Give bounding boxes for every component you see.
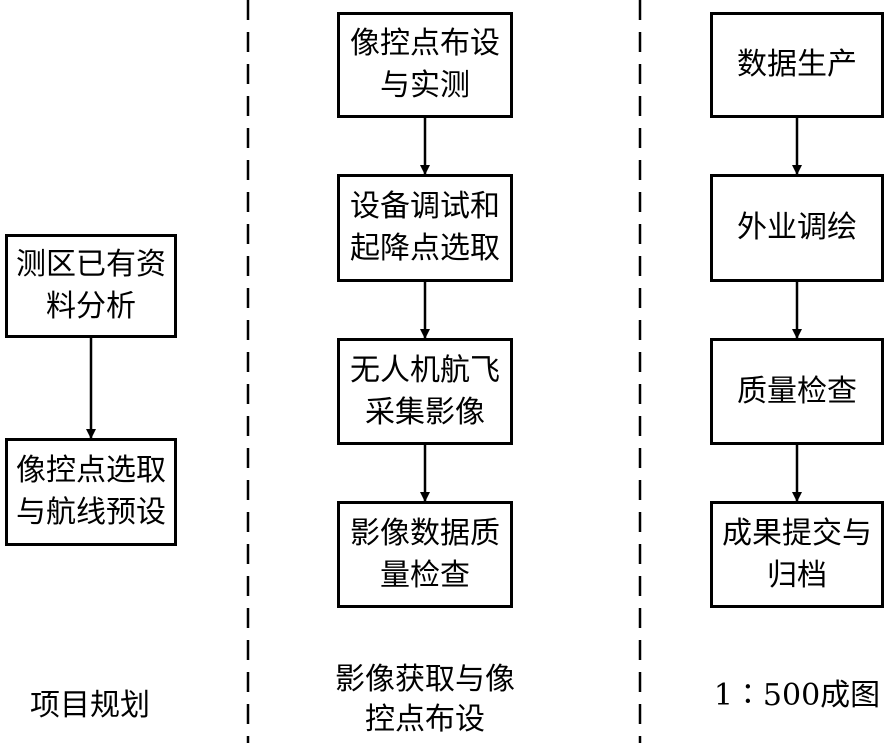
box-uav-image-capture: 无人机航飞采集影像 <box>337 338 513 445</box>
box-control-point-route-plan: 像控点选取与航线预设 <box>5 438 177 546</box>
box-field-survey: 外业调绘 <box>710 174 884 282</box>
box-data-production: 数据生产 <box>710 12 884 118</box>
box-result-submission: 成果提交与归档 <box>710 501 884 608</box>
box-device-debug-takeoff: 设备调试和起降点选取 <box>337 174 513 282</box>
caption-image-acquisition: 影像获取与像控点布设 <box>335 662 515 737</box>
box-control-point-layout: 像控点布设与实测 <box>337 12 513 118</box>
box-survey-data-analysis: 测区已有资料分析 <box>5 234 177 338</box>
box-quality-inspection: 质量检查 <box>710 338 884 445</box>
caption-1-500-mapping: 1∶500成图 <box>713 678 881 713</box>
box-image-quality-check: 影像数据质量检查 <box>337 501 513 608</box>
caption-project-planning: 项目规划 <box>30 688 150 723</box>
